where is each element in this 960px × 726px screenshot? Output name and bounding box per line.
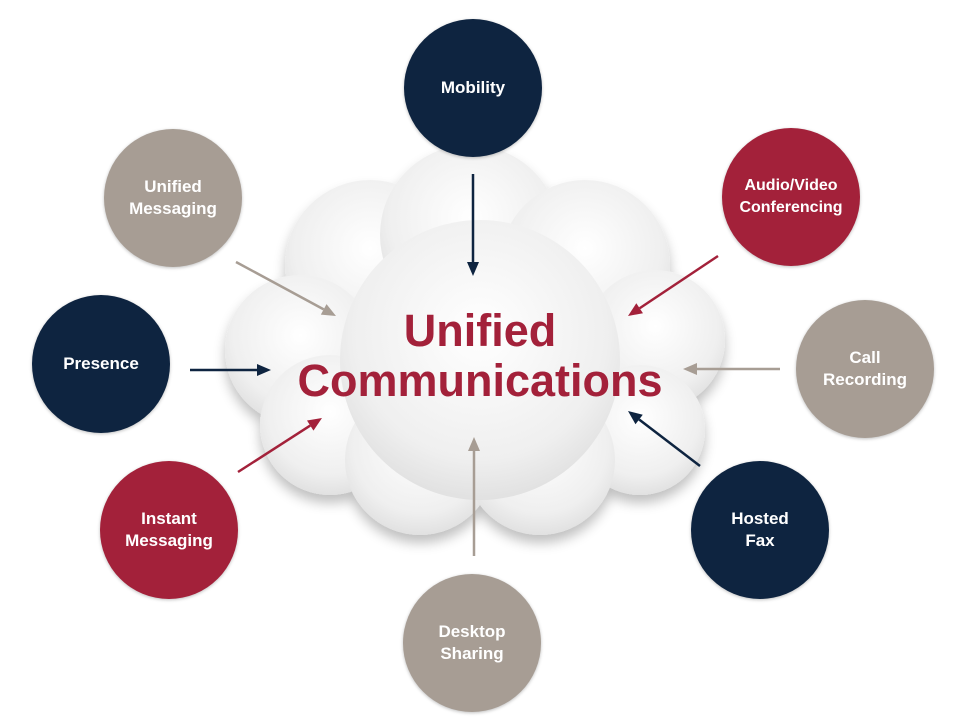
- node-desktop-sharing: Desktop Sharing: [403, 574, 541, 712]
- arrow-hosted-fax: [638, 418, 701, 467]
- node-label-instant-messaging: Instant Messaging: [125, 509, 213, 550]
- node-label-audio-video-conferencing: Audio/Video Conferencing: [739, 177, 843, 216]
- arrowhead-instant-messaging: [306, 418, 322, 431]
- center-title-line-1: Unified: [403, 305, 557, 356]
- arrowhead-call-recording: [683, 363, 697, 375]
- node-label-hosted-fax: Hosted Fax: [731, 509, 789, 550]
- node-audio-video-conferencing: Audio/Video Conferencing: [722, 128, 860, 266]
- node-label-unified-messaging: Unified Messaging: [129, 177, 217, 218]
- arrowhead-hosted-fax: [628, 411, 643, 425]
- node-hosted-fax: Hosted Fax: [691, 461, 829, 599]
- node-label-desktop-sharing: Desktop Sharing: [438, 622, 506, 663]
- arrows-layer: [190, 174, 780, 556]
- node-mobility: Mobility: [404, 19, 542, 157]
- node-call-recording: Call Recording: [796, 300, 934, 438]
- arrow-audio-video-conferencing: [638, 254, 719, 310]
- arrowhead-audio-video-conferencing: [628, 303, 643, 316]
- node-presence: Presence: [32, 295, 170, 433]
- arrow-unified-messaging: [235, 260, 325, 311]
- node-label-call-recording: Call Recording: [822, 348, 908, 389]
- arrowhead-desktop-sharing: [468, 437, 480, 451]
- node-unified-messaging: Unified Messaging: [104, 129, 242, 267]
- node-label-mobility: Mobility: [440, 78, 506, 97]
- center-title-line-2: Communications: [297, 355, 663, 406]
- node-label-presence: Presence: [63, 354, 139, 373]
- arrow-instant-messaging: [237, 424, 311, 474]
- node-instant-messaging: Instant Messaging: [100, 461, 238, 599]
- arrowhead-unified-messaging: [320, 304, 336, 316]
- arrowhead-presence: [257, 364, 271, 376]
- cloud-puff: [340, 220, 620, 500]
- arrowhead-mobility: [467, 262, 479, 276]
- cloud-shape: [225, 145, 725, 535]
- center-title: Unified Communications: [250, 306, 710, 406]
